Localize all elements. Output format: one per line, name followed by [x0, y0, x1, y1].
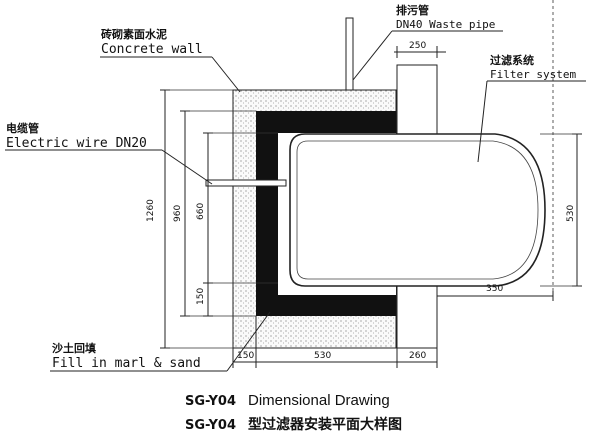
dim-530-bottom: 530	[314, 351, 331, 361]
caption-title-en: Dimensional Drawing	[248, 392, 390, 409]
dim-350: 350	[486, 284, 503, 294]
dim-150-left: 150	[196, 288, 206, 305]
dim-530-right: 530	[566, 205, 576, 222]
filter-system-label-en: Filter system	[490, 68, 576, 81]
electric-wire-label-en: Electric wire DN20	[6, 136, 147, 151]
dim-260: 260	[409, 351, 426, 361]
waste-pipe-label-cn: 排污管	[396, 3, 429, 17]
waste-pipe	[345, 17, 354, 91]
electric-wire-conduit	[205, 179, 287, 187]
electric-wire-label-cn: 电缆管	[6, 121, 39, 135]
filter-system-inner	[296, 140, 539, 280]
dim-150-bottom: 150	[237, 351, 254, 361]
dim-660: 660	[196, 203, 206, 220]
filter-system-body	[289, 133, 546, 287]
concrete-wall-label-en: Concrete wall	[101, 42, 203, 57]
filter-system-label-cn: 过滤系统	[490, 53, 534, 67]
dim-250-top: 250	[409, 41, 426, 51]
caption-code: SG-Y04	[185, 394, 236, 409]
dim-960: 960	[173, 205, 183, 222]
waste-pipe-label-en: DN40 Waste pipe	[396, 18, 495, 31]
caption-title-cn: 型过滤器安装平面大样图	[248, 416, 402, 433]
caption-code-2: SG-Y04	[185, 418, 236, 433]
fill-label-en: Fill in marl & sand	[52, 356, 201, 371]
dim-1260: 1260	[146, 199, 156, 222]
concrete-wall-label-cn: 砖砌素面水泥	[101, 27, 167, 41]
fill-label-cn: 沙土回填	[52, 341, 96, 355]
